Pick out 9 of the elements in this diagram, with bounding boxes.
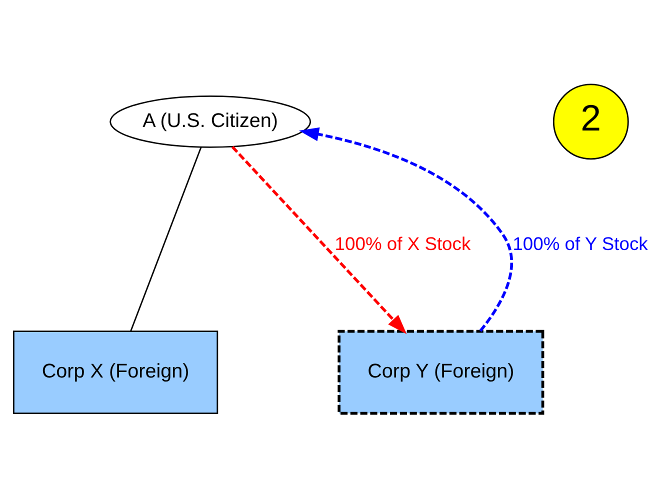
node-circle: 2 bbox=[552, 84, 629, 160]
arrow bbox=[299, 127, 513, 332]
node-box: Corp X (Foreign) bbox=[12, 330, 218, 414]
node-box: Corp Y (Foreign) bbox=[338, 330, 544, 415]
edge-label: 100% of X Stock bbox=[334, 232, 471, 254]
arrow bbox=[231, 146, 407, 334]
edge-label: 100% of Y Stock bbox=[512, 232, 648, 254]
connector bbox=[130, 147, 202, 332]
node-ellipse: A (U.S. Citizen) bbox=[110, 96, 312, 148]
